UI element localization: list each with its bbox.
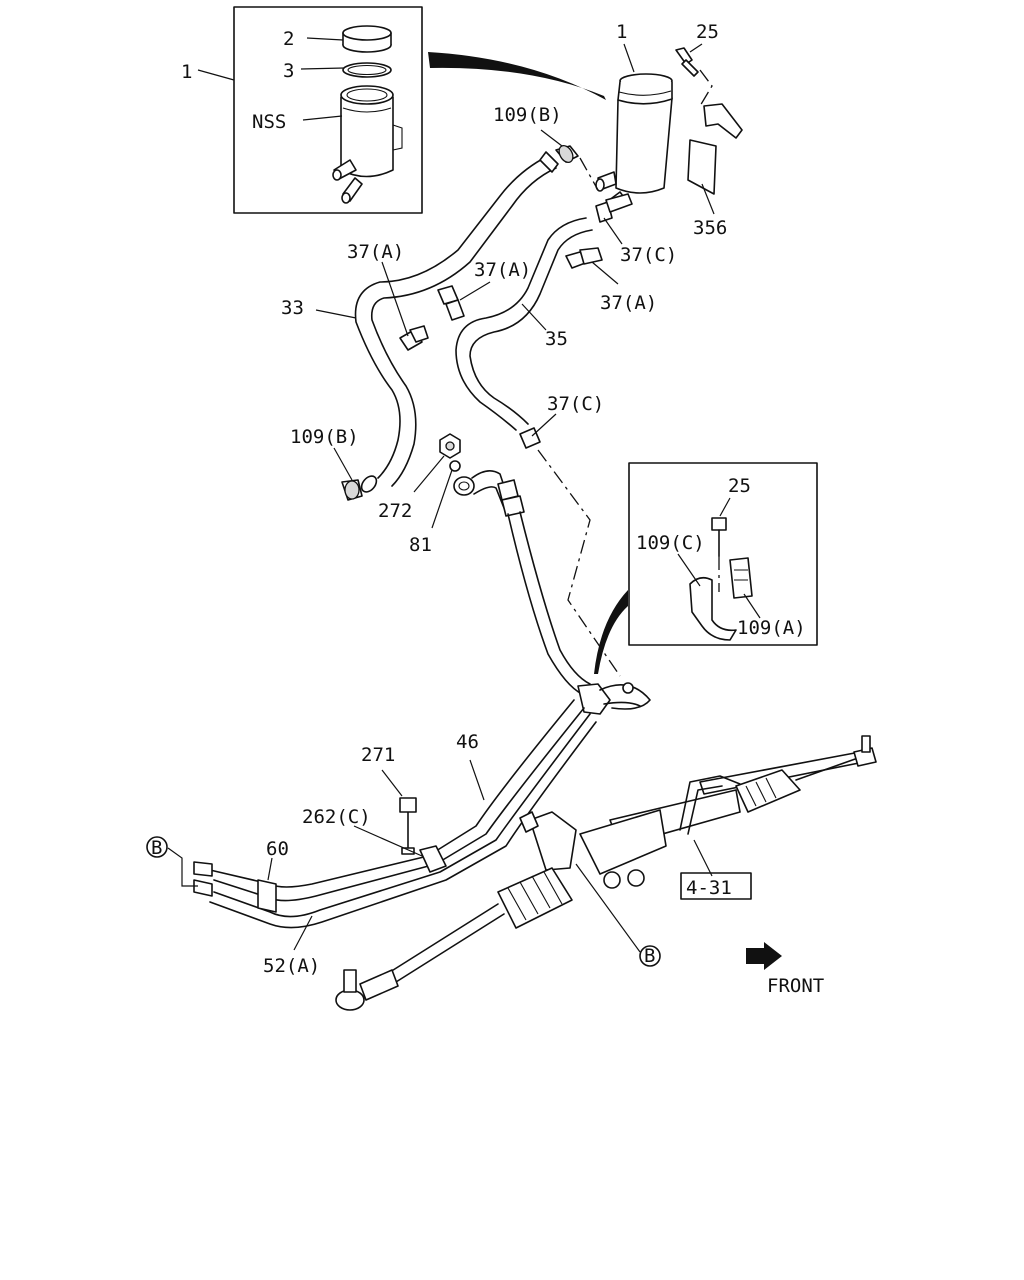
bolt-271 [399, 797, 417, 855]
bracket-109c [689, 576, 737, 641]
bolt-25-guide [699, 69, 713, 107]
leader-1-inset [197, 69, 235, 81]
label-46: 46 [456, 731, 479, 753]
label-b-bottom: B [644, 945, 655, 967]
label-37a-right: 37(A) [600, 292, 657, 314]
tube-clamp-bracket [577, 682, 651, 715]
label-109b-bottom: 109(B) [290, 426, 359, 448]
reservoir-body-inset [332, 85, 403, 204]
clamp-37a-left [399, 325, 429, 351]
label-109c: 109(C) [636, 532, 705, 554]
reservoir-guide-dash [579, 157, 599, 191]
label-272: 272 [378, 500, 412, 522]
reservoir-seal-ring [342, 62, 392, 78]
label-271: 271 [361, 744, 395, 766]
label-109a: 109(A) [737, 617, 806, 639]
clamp-109a-inset [729, 557, 753, 599]
bracket-356 [687, 103, 743, 195]
nut-272 [439, 433, 461, 459]
front-arrow-icon [746, 942, 782, 970]
clamp-37c-top [595, 193, 633, 223]
label-37a-mid: 37(A) [474, 259, 531, 281]
label-33: 33 [281, 297, 304, 319]
ref-b-left: B [146, 836, 168, 859]
label-81: 81 [409, 534, 432, 556]
label-front: FRONT [767, 975, 824, 997]
tube-clamp-60 [257, 879, 277, 913]
ref-4-31: 4-31 [680, 872, 752, 900]
bracket-inset [628, 462, 818, 646]
label-356: 356 [693, 217, 727, 239]
label-1-inset: 1 [181, 61, 192, 83]
bolt-25-top [675, 47, 699, 77]
clamp-37a-right [565, 247, 603, 269]
label-1-main: 1 [616, 21, 627, 43]
label-37a-left: 37(A) [347, 241, 404, 263]
tube-fittings-left [193, 861, 213, 897]
steering-rack [335, 735, 877, 1011]
clamp-37a-mid [437, 285, 465, 321]
washer-81 [449, 460, 461, 472]
inset-arrow-top [428, 52, 606, 100]
label-b-left: B [151, 837, 162, 859]
b-left-bracket [167, 847, 198, 887]
label-25-top: 25 [696, 21, 719, 43]
ref-b-bottom: B [639, 945, 661, 967]
label-109b-top: 109(B) [493, 104, 562, 126]
reservoir-main [595, 73, 673, 213]
reservoir-cap [342, 25, 392, 53]
reservoir-inset [233, 6, 423, 214]
clamp-109b-top [555, 144, 579, 164]
label-52a: 52(A) [263, 955, 320, 977]
label-2: 2 [283, 28, 294, 50]
label-35: 35 [545, 328, 568, 350]
hose-33 [354, 151, 559, 493]
clamp-109b-bottom [341, 479, 363, 501]
label-60: 60 [266, 838, 289, 860]
inset-arrow-bottom [594, 590, 628, 674]
label-25-inset: 25 [728, 475, 751, 497]
label-37c-top: 37(C) [620, 244, 677, 266]
pressure-hose-46 [453, 470, 591, 695]
rigid-tubes [209, 699, 597, 929]
clamp-guide-dash [537, 449, 621, 677]
label-37c-mid: 37(C) [547, 393, 604, 415]
label-nss: NSS [252, 111, 286, 133]
hose-35 [455, 217, 593, 431]
label-4-31: 4-31 [686, 877, 732, 899]
bolt-25-inset [711, 517, 727, 557]
label-3: 3 [283, 60, 294, 82]
tube-clamp-262c [419, 845, 447, 873]
label-262c: 262(C) [302, 806, 371, 828]
